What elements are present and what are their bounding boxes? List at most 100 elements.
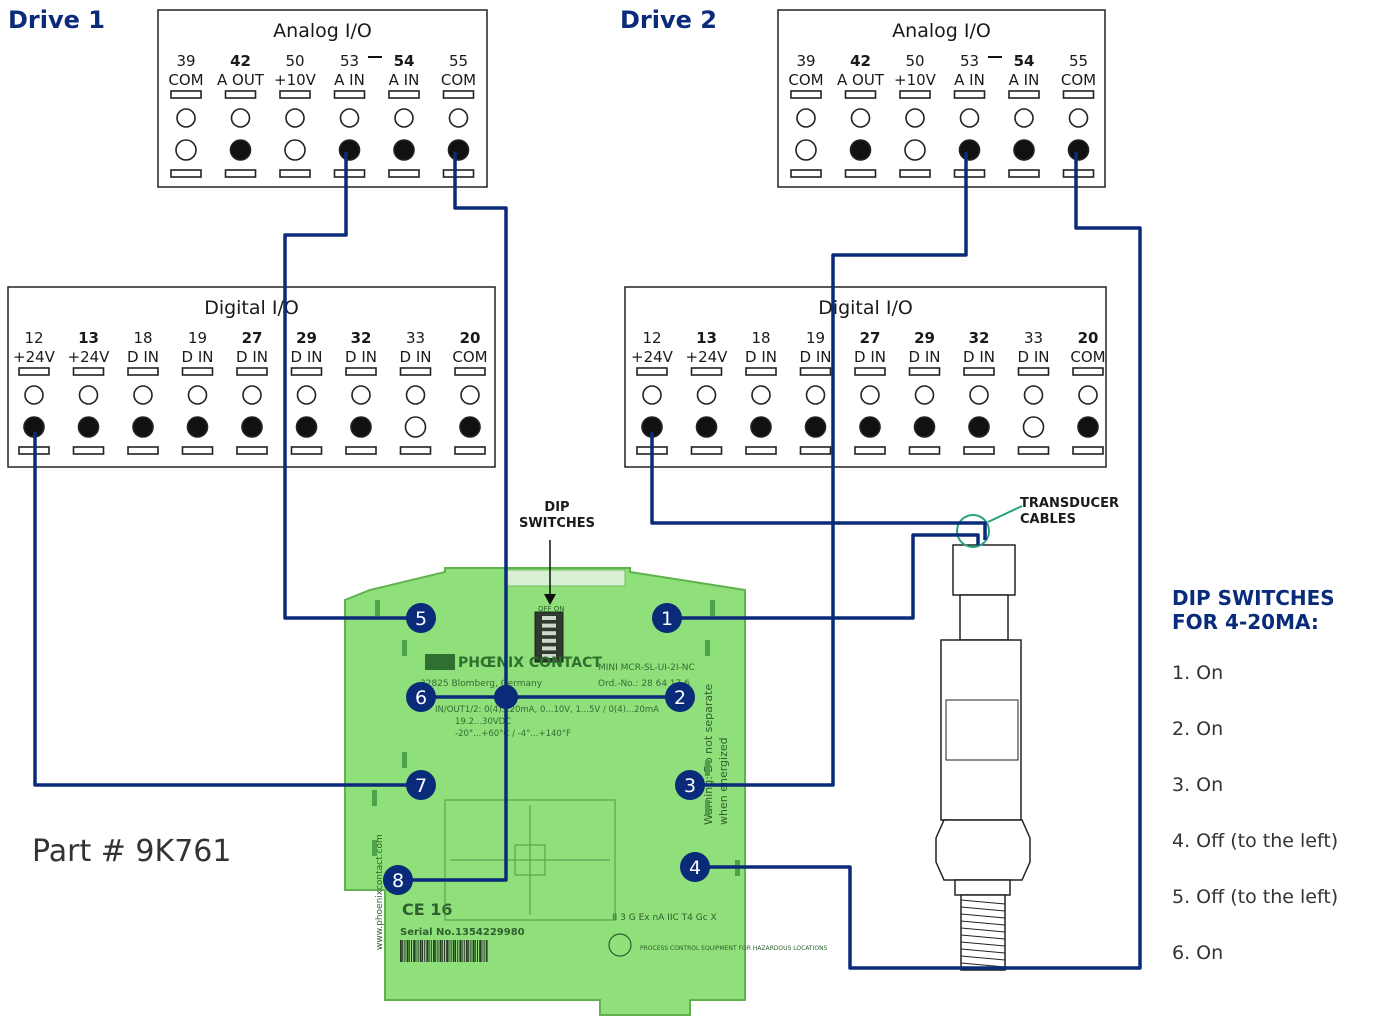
drive1-analog-terminal-screw bbox=[176, 108, 196, 128]
transducer-thread bbox=[960, 894, 1006, 971]
module-barcode-bar bbox=[466, 940, 468, 962]
drive1-analog-terminal-label: COM bbox=[441, 71, 476, 89]
drive1-analog-terminal-slot bbox=[442, 90, 475, 99]
module-terminal-badge-7: 7 bbox=[406, 770, 436, 800]
drive1-digital-terminal-slot-bottom bbox=[345, 446, 377, 455]
module-terminal-badge-4: 4 bbox=[680, 852, 710, 882]
drive2-digital-terminal-label: D IN bbox=[1018, 348, 1050, 366]
drive1-analog-terminal-slot bbox=[170, 90, 202, 99]
drive1-digital-terminal-screw bbox=[78, 385, 99, 405]
drive2-digital-terminal-number: 13 bbox=[696, 329, 717, 347]
drive1-digital-terminal-wire-point bbox=[295, 416, 318, 438]
dip-switch-arrow-head bbox=[544, 594, 556, 605]
drive2-analog-title: Analog I/O bbox=[892, 20, 991, 42]
drive2-analog-terminal-screw bbox=[1014, 108, 1034, 128]
transducer-cable-highlight-ring bbox=[956, 514, 990, 548]
drive1-analog-terminal-number: 39 bbox=[176, 52, 195, 70]
drive1-digital-terminal-slot-bottom bbox=[399, 446, 432, 455]
drive2-analog-terminal-label: COM bbox=[788, 71, 823, 89]
module-barcode-bar bbox=[463, 940, 465, 962]
drive1-digital-terminal-number: 18 bbox=[133, 329, 152, 347]
drive1-analog-terminal-label: A IN bbox=[334, 71, 365, 89]
module-terminal-badge-1: 1 bbox=[652, 603, 682, 633]
drive1-digital-terminal-slot-bottom bbox=[236, 446, 268, 455]
module-barcode-bar bbox=[439, 940, 442, 962]
drive1-analog-terminal-slot-bottom bbox=[224, 169, 257, 178]
module-barcode-bar bbox=[459, 940, 462, 962]
drive2-digital-terminal-label: D IN bbox=[909, 348, 941, 366]
drive2-digital-terminal-screw bbox=[969, 385, 989, 405]
drive1-digital-terminal-slot bbox=[454, 367, 486, 376]
wire-drive1-com55-to-terminal8 bbox=[400, 152, 508, 882]
drive2-analog-terminal-slot-bottom bbox=[844, 169, 877, 178]
dip-settings-title-line2: FOR 4-20MA: bbox=[1172, 610, 1319, 634]
drive2-digital-terminal-slot bbox=[636, 367, 668, 376]
drive1-digital-title: Digital I/O bbox=[204, 297, 299, 319]
drive1-digital-terminal-slot-bottom bbox=[290, 446, 323, 455]
module-barcode-bar bbox=[433, 940, 435, 962]
drive1-analog-frame bbox=[157, 9, 488, 188]
module-side-clip bbox=[705, 760, 710, 776]
drive1-digital-terminal-screw bbox=[351, 385, 371, 405]
terminal-badge-circle bbox=[406, 603, 436, 633]
drive2-analog-terminal-label: COM bbox=[1061, 71, 1096, 89]
drive1-analog-terminal-slot-bottom bbox=[442, 169, 475, 178]
drive2-digital-title: Digital I/O bbox=[818, 297, 913, 319]
drive2-digital-terminal-slot-bottom bbox=[908, 446, 941, 455]
dip-setting-1: 1. On bbox=[1172, 662, 1224, 684]
drive1-digital-terminal-wire-point bbox=[404, 416, 427, 438]
drive2-analog-terminal-label: +10V bbox=[894, 71, 937, 89]
module-side-clip bbox=[402, 640, 407, 656]
module-side-clip bbox=[705, 640, 710, 656]
wire-drive2-ain53-to-terminal3 bbox=[690, 152, 968, 787]
module-serial-number: Serial No.1354229980 bbox=[400, 927, 525, 938]
drive2-digital-terminal-screw bbox=[1078, 385, 1098, 405]
drive2-analog-terminal-slot-bottom bbox=[899, 169, 931, 178]
drive1-digital-terminal-screw bbox=[133, 385, 153, 405]
drive1-digital-terminal-number: 20 bbox=[460, 329, 481, 347]
module-barcode-bar bbox=[422, 940, 423, 962]
drive1-analog-terminal-slot bbox=[279, 90, 311, 99]
drive1-analog-terminal-screw bbox=[394, 108, 414, 128]
drive1-digital-terminal-number: 29 bbox=[296, 329, 317, 347]
drive2-analog-terminal-number: 42 bbox=[850, 52, 871, 70]
module-barcode-bar bbox=[457, 940, 459, 962]
drive1-analog-terminal-screw bbox=[230, 108, 251, 128]
drive2-digital-terminal-slot bbox=[1072, 367, 1104, 376]
drive1-digital-terminal-number: 12 bbox=[24, 329, 43, 347]
terminal-badge-number: 3 bbox=[684, 775, 696, 797]
transducer-thread-line bbox=[960, 906, 1006, 912]
drive2-analog-terminal-number: 50 bbox=[905, 52, 924, 70]
drive1-digital-terminal-wire-point bbox=[132, 416, 154, 438]
drive1-digital-terminal-slot-bottom bbox=[181, 446, 214, 455]
drive1-analog-terminal-wire-point bbox=[175, 139, 197, 161]
terminal-badge-circle bbox=[652, 603, 682, 633]
module-terminal-badge-8: 8 bbox=[383, 865, 413, 895]
module-website: www.phoenixcontact.com bbox=[375, 834, 385, 950]
module-temperature-spec: -20°...+60°C / -4°...+140°F bbox=[455, 729, 571, 739]
drive2-digital-terminal-label: D IN bbox=[800, 348, 832, 366]
module-address: 32825 Blomberg, Germany bbox=[420, 679, 543, 689]
module-side-clip bbox=[402, 752, 407, 768]
drive1-digital-terminal-slot bbox=[181, 367, 214, 376]
wire-drive1-24v-to-terminal7 bbox=[33, 432, 425, 787]
dip-settings-list: 1. On 2. On 3. On 4. Off (to the left) 5… bbox=[1172, 660, 1338, 996]
module-circuit-outline bbox=[444, 799, 616, 921]
drive2-analog-terminal-slot bbox=[899, 90, 931, 99]
drive-1-title: Drive 1 bbox=[8, 6, 105, 34]
module-barcode-bar bbox=[468, 940, 470, 962]
drive1-digital-terminal-label: D IN bbox=[236, 348, 268, 366]
module-signal-spec: IN/OUT1/2: 0(4)...20mA, 0...10V, 1...5V … bbox=[435, 705, 659, 715]
drive2-analog-terminal-slot-bottom bbox=[1062, 169, 1095, 178]
drive2-analog-terminal-slot-bottom bbox=[1008, 169, 1040, 178]
drive2-analog-terminal-screw bbox=[905, 108, 925, 128]
drive1-digital-terminal-screw bbox=[187, 385, 208, 405]
drive2-digital-terminal-wire-point bbox=[695, 416, 718, 438]
part-number: Part # 9K761 bbox=[32, 834, 232, 869]
drive2-digital-terminal-screw bbox=[696, 385, 717, 405]
drive2-analog-frame bbox=[777, 9, 1106, 188]
drive2-analog-terminal-label: A IN bbox=[1009, 71, 1040, 89]
transducer-cables-label: TRANSDUCER CABLES bbox=[1020, 496, 1119, 527]
drive1-digital-terminal-wire-point bbox=[350, 416, 372, 438]
